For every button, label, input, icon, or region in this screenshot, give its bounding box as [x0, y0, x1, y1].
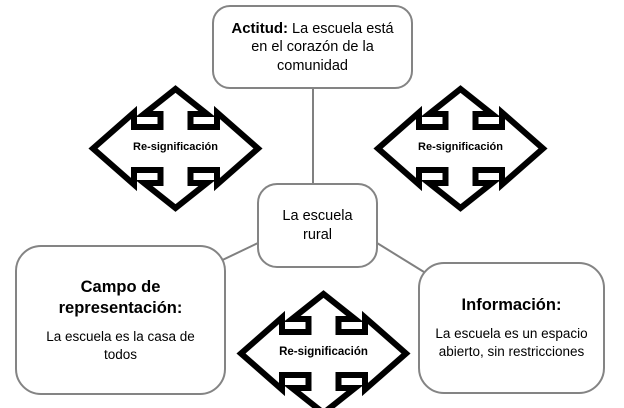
node-actitud[interactable]: Actitud: La escuela está en el corazón d… — [212, 5, 413, 89]
node-central-label: La escuela rural — [282, 207, 353, 243]
node-actitud-text: Actitud: La escuela está en el corazón d… — [224, 19, 401, 76]
four-way-arrow-icon — [373, 85, 548, 212]
connector-central-to-informacion — [376, 242, 425, 273]
arrow-right-label: Re-significación — [418, 141, 503, 153]
node-campo-representacion[interactable]: Campo de representación: La escuela es l… — [15, 245, 226, 395]
node-informacion[interactable]: Información: La escuela es un espacio ab… — [418, 262, 605, 394]
arrow-bottom-label: Re-significación — [279, 346, 368, 358]
arrow-left-label: Re-significación — [133, 141, 218, 153]
quad-arrow-bottom: Re-significación — [236, 290, 411, 408]
four-way-arrow-icon — [88, 85, 263, 212]
node-actitud-lead: Actitud: — [231, 19, 289, 37]
node-informacion-title: Información: — [461, 296, 562, 315]
node-campo-sub: La escuela es la casa de todos — [46, 329, 195, 362]
node-actitud-body: La escuela está en el corazón de la comu… — [251, 20, 394, 74]
node-informacion-sub: La escuela es un espacio abierto, sin re… — [435, 325, 588, 359]
node-campo-title: Campo de representación: — [58, 277, 183, 317]
quad-arrow-left: Re-significación — [88, 85, 263, 212]
quad-arrow-right: Re-significación — [373, 85, 548, 212]
node-central-escuela-rural[interactable]: La escuela rural — [257, 183, 378, 268]
four-way-arrow-icon — [236, 290, 411, 408]
